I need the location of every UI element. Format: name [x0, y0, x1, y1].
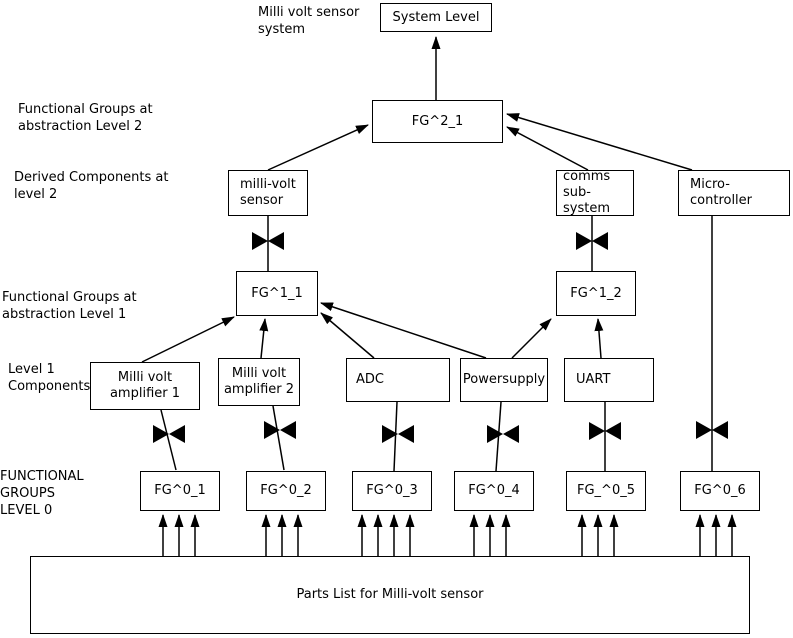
box-fg0-5: FG_^0_5	[566, 471, 646, 511]
parts-list-arrows	[158, 514, 737, 556]
box-milli-volt-amplifier-1: Milli volt amplifier 1	[90, 362, 200, 410]
bowtie-icon	[153, 425, 185, 443]
bowtie-icon	[264, 421, 296, 439]
connector-lines	[141, 36, 713, 472]
box-powersupply: Powersupply	[460, 358, 548, 402]
box-system-level: System Level	[380, 3, 492, 32]
label-functional-groups-level2: Functional Groups at abstraction Level 2	[18, 102, 153, 134]
bowtie-icon	[487, 425, 519, 443]
box-comms-subsystem: comms sub-system	[556, 169, 634, 216]
bowtie-icon	[589, 422, 621, 440]
box-fg2-1: FG^2_1	[372, 100, 503, 143]
box-fg0-1: FG^0_1	[140, 471, 220, 511]
box-fg0-6: FG^0_6	[680, 471, 760, 511]
label-level1-components: Level 1 Components	[8, 362, 91, 394]
box-micro-controller: Micro- controller	[678, 170, 790, 216]
label-functional-groups-level0: FUNCTIONAL GROUPS LEVEL 0	[0, 469, 84, 518]
box-fg0-3: FG^0_3	[352, 471, 432, 511]
bowtie-icon	[696, 421, 728, 439]
box-milli-volt-amplifier-2: Milli volt amplifier 2	[218, 358, 300, 406]
box-fg0-2: FG^0_2	[246, 471, 326, 511]
label-derived-components-level2: Derived Components at level 2	[14, 170, 169, 202]
box-millivolt-sensor: milli-volt sensor	[228, 170, 308, 216]
note-system-title: Milli volt sensor system	[258, 5, 360, 37]
box-adc: ADC	[346, 358, 450, 402]
box-fg1-2: FG^1_2	[556, 271, 636, 316]
bowtie-icon	[252, 232, 284, 250]
box-fg1-1: FG^1_1	[236, 271, 318, 316]
box-parts-list: Parts List for Milli-volt sensor	[30, 556, 750, 634]
box-fg0-4: FG^0_4	[454, 471, 534, 511]
bowtie-icon	[576, 232, 608, 250]
label-functional-groups-level1: Functional Groups at abstraction Level 1	[2, 290, 137, 322]
bowtie-icon	[382, 425, 414, 443]
box-uart: UART	[564, 358, 654, 402]
